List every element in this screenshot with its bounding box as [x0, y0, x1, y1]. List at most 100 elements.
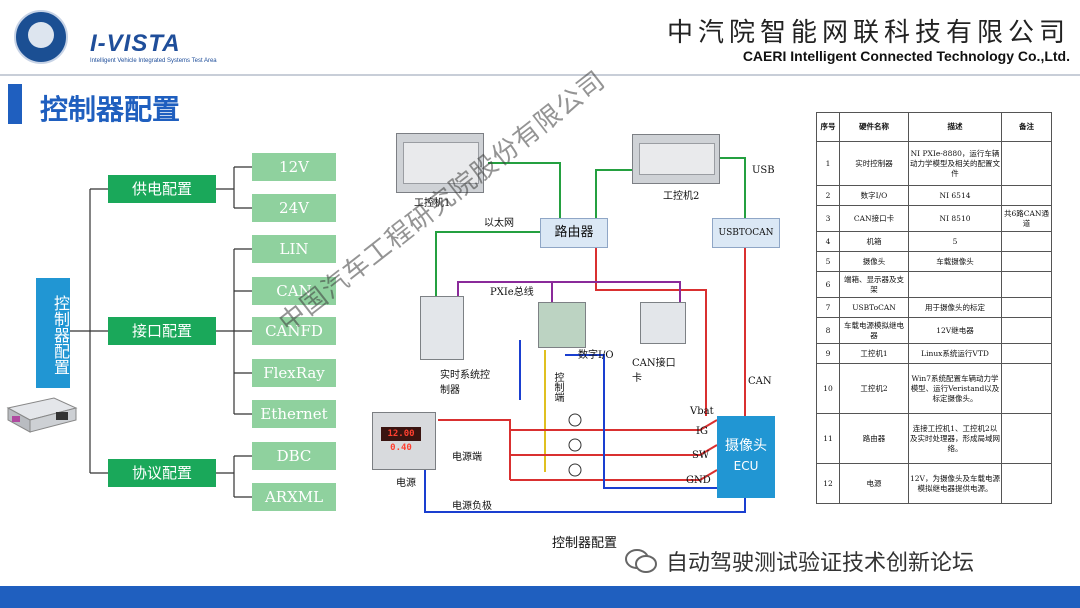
controller-device-icon: [6, 397, 78, 433]
cell-desc: 5: [908, 231, 1002, 252]
router-box: 路由器: [540, 218, 608, 248]
cell-note: [1001, 297, 1052, 318]
cell-desc: NI PXIe-8880，运行车辆动力学模型及相关的配置文件: [908, 141, 1002, 186]
power-side-label: 电源端: [452, 452, 482, 463]
cell-note: [1001, 185, 1052, 206]
title-accent-bar: [8, 84, 22, 124]
pc1-label: 工控机1: [414, 198, 451, 209]
industrial-pc-2: [632, 134, 720, 184]
category-power: 供电配置: [108, 175, 216, 203]
cell-desc: NI 6514: [908, 185, 1002, 206]
wechat-icon: [625, 549, 657, 573]
cell-index: 8: [816, 317, 840, 344]
cell-desc: NI 8510: [908, 205, 1002, 232]
cell-name: 路由器: [839, 413, 909, 464]
ig-label: IG: [696, 426, 708, 437]
cell-index: 9: [816, 343, 840, 364]
control-side-label: 控制端: [552, 372, 563, 402]
company-name-en: CAERI Intelligent Connected Technology C…: [742, 48, 1070, 64]
leaf-can: CAN: [252, 277, 336, 305]
ecu-line2: ECU: [733, 459, 759, 473]
ethernet-label: 以太网: [484, 218, 514, 229]
footer-forum-text: 自动驾驶测试验证技术创新论坛: [666, 551, 975, 576]
cell-index: 11: [816, 413, 840, 464]
cell-note: [1001, 363, 1052, 414]
cell-index: 12: [816, 463, 840, 504]
can-interface-card: [640, 302, 686, 344]
can-card-label: CAN接口卡: [632, 358, 676, 384]
realtime-controller-card: [420, 296, 464, 360]
cell-note: [1001, 413, 1052, 464]
leaf-24v: 24V: [252, 194, 336, 222]
category-protocol: 协议配置: [108, 459, 216, 487]
cell-name: 数字I/O: [839, 185, 909, 206]
cell-note: [1001, 141, 1052, 186]
cell-desc: 用于摄像头的标定: [908, 297, 1002, 318]
power-supply: 12.00 0.40: [372, 412, 436, 470]
wiring-diagram: [424, 157, 746, 513]
cell-index: 10: [816, 363, 840, 414]
can-label: CAN: [748, 376, 772, 387]
cell-note: [1001, 251, 1052, 272]
usbtocan-box: USBTOCAN: [712, 218, 780, 248]
cell-note: [1001, 317, 1052, 344]
cell-index: 6: [816, 271, 840, 298]
pxie-bus-label: PXIe总线: [490, 287, 534, 298]
tree-root: 控制器配置: [36, 278, 70, 388]
cell-index: 1: [816, 141, 840, 186]
psu-display: 12.00 0.40: [381, 427, 421, 453]
cell-index: 5: [816, 251, 840, 272]
cell-desc: Linux系统运行VTD: [908, 343, 1002, 364]
realtime-label: 实时系统控制器: [440, 370, 490, 396]
footer-bar: [0, 586, 1080, 608]
cell-desc: Win7系统配置车辆动力学模型、运行Veristand以及标定摄像头。: [908, 363, 1002, 414]
gnd-label: GND: [686, 475, 711, 486]
cell-desc: 车载摄像头: [908, 251, 1002, 272]
cell-index: 4: [816, 231, 840, 252]
pc2-label: 工控机2: [663, 191, 700, 202]
header-divider: [0, 74, 1080, 76]
cell-name: 工控机1: [839, 343, 909, 364]
cell-note: [1001, 231, 1052, 252]
table-header: 序号 硬件名称 描述 备注: [816, 112, 1052, 142]
cell-index: 2: [816, 185, 840, 206]
cell-name: USBToCAN: [839, 297, 909, 318]
leaf-arxml: ARXML: [252, 483, 336, 511]
cell-note: [1001, 463, 1052, 504]
leaf-canfd: CANFD: [252, 317, 336, 345]
col-note: 备注: [1001, 112, 1052, 142]
ecu-line1: 摄像头: [725, 438, 767, 454]
cell-note: [1001, 343, 1052, 364]
camera-ecu: 摄像头 ECU: [717, 416, 775, 498]
tree-connectors: [70, 166, 252, 498]
cell-desc: 连接工控机1、工控机2以及实时处理器，形成局域网络。: [908, 413, 1002, 464]
ivista-subtitle: Intelligent Vehicle Integrated Systems T…: [90, 58, 217, 64]
cell-note: 共6路CAN通道: [1001, 205, 1052, 232]
col-name: 硬件名称: [839, 112, 909, 142]
sw-label: SW: [692, 450, 710, 461]
page-title: 控制器配置: [40, 93, 181, 126]
leaf-dbc: DBC: [252, 442, 336, 470]
col-index: 序号: [816, 112, 840, 142]
vbat-label: Vbat: [690, 406, 714, 417]
cell-name: 车载电源模拟继电器: [839, 317, 909, 344]
cell-name: 端箱、显示器及支架: [839, 271, 909, 298]
digital-io-card: [538, 302, 586, 348]
diagram-caption: 控制器配置: [552, 536, 618, 551]
leaf-lin: LIN: [252, 235, 336, 263]
cell-index: 3: [816, 205, 840, 232]
cell-name: 电源: [839, 463, 909, 504]
power-label: 电源: [396, 478, 416, 489]
